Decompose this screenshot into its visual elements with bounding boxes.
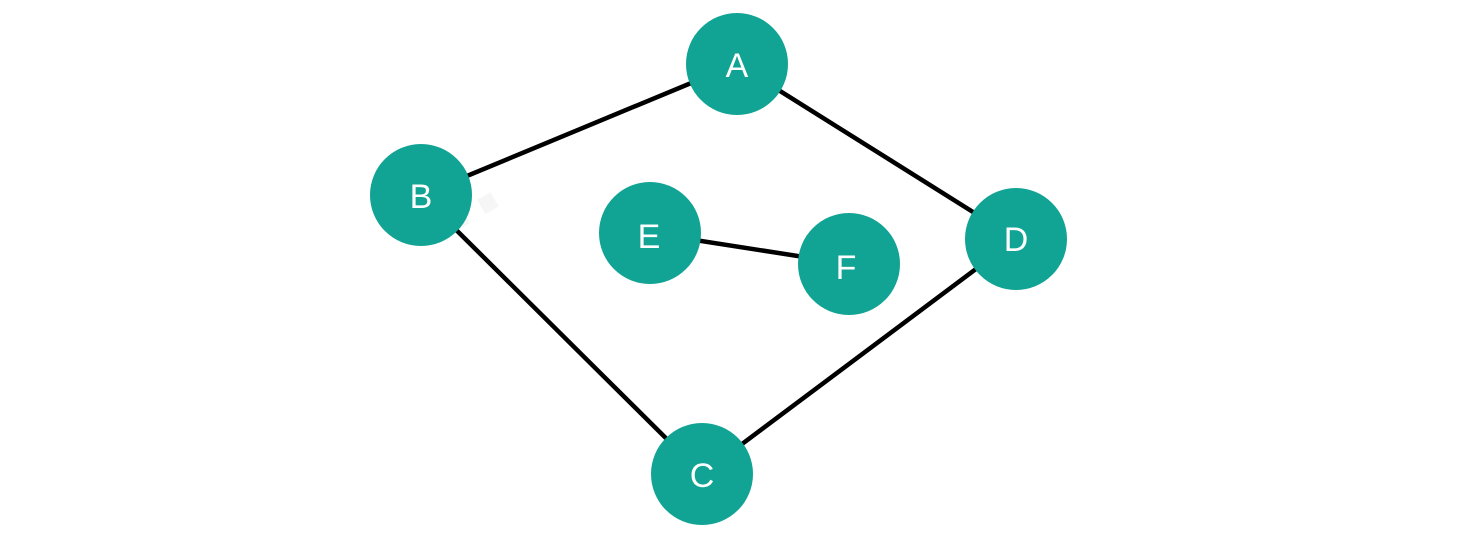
node-f: F [798,213,900,315]
node-circle-c [651,423,753,525]
edge-c-d [699,236,1019,477]
nodes-layer: A B C D E F [370,13,1067,525]
node-a: A [686,13,788,115]
node-label-a: A [726,47,749,85]
node-e: E [599,182,701,284]
edge-a-d [734,61,1019,242]
node-circle-a [686,13,788,115]
node-label-e: E [638,218,661,256]
node-label-b: B [410,178,433,216]
node-label-f: F [836,249,857,287]
node-d: D [965,188,1067,290]
node-circle-d [965,188,1067,290]
node-b: B [370,144,472,246]
edge-b-c [418,192,705,477]
edges-layer [418,61,1019,477]
node-circle-f [798,213,900,315]
node-label-d: D [1004,221,1029,259]
node-c: C [651,423,753,525]
edge-a-b [418,61,740,198]
node-circle-e [599,182,701,284]
node-label-c: C [690,457,715,495]
node-circle-b [370,144,472,246]
